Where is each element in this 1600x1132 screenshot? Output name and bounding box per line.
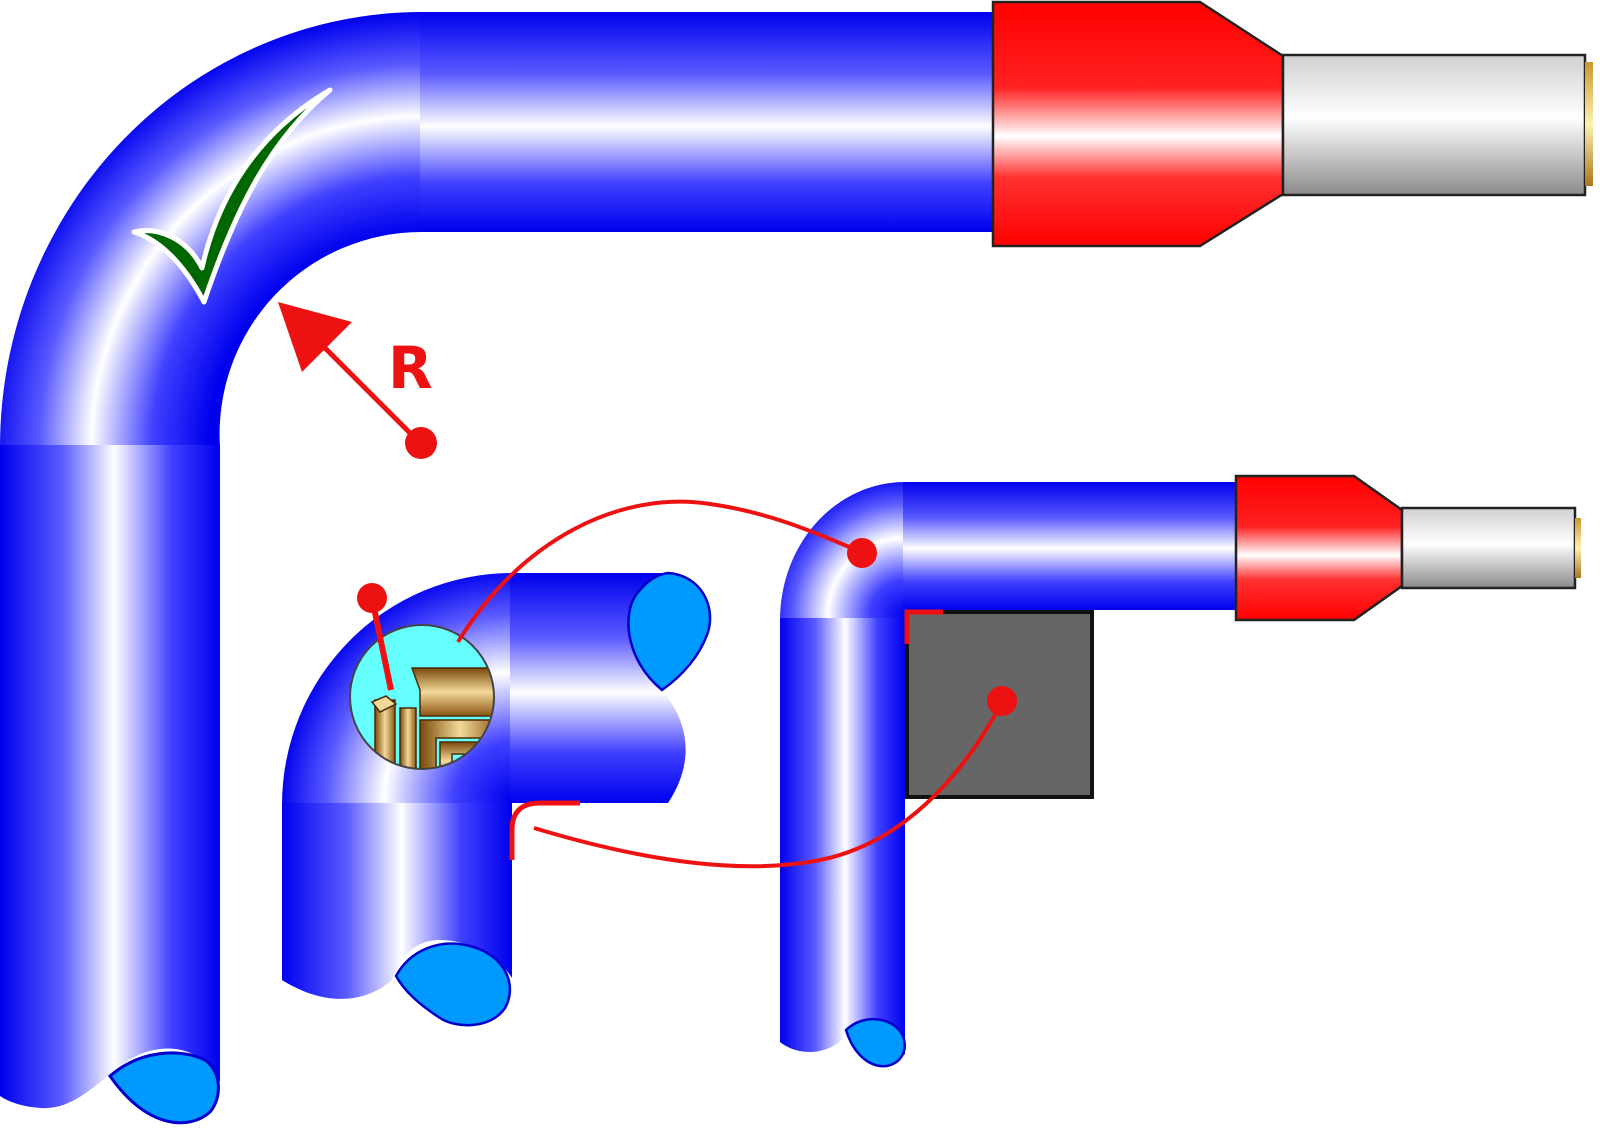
annotation-dot [987,686,1017,716]
annotation-connectors [456,499,1002,869]
radius-arrow-icon [278,302,437,459]
check-mark-icon [131,87,333,305]
cut-face [627,571,712,692]
cut-face [107,1051,220,1125]
magnifier-lens-icon [349,583,495,770]
annotation-dot [847,538,877,568]
large-bend-wire [0,12,995,1125]
cut-face [394,942,512,1027]
cut-face [844,1017,906,1068]
tight-corner-marker [509,800,580,860]
large-ferrule [991,0,1593,248]
small-ferrule [1234,474,1581,622]
block-corner-marker [904,609,943,644]
broken-bend-wire [282,571,712,1027]
small-bend-wire [780,482,1238,1068]
radius-label: R [388,334,433,402]
